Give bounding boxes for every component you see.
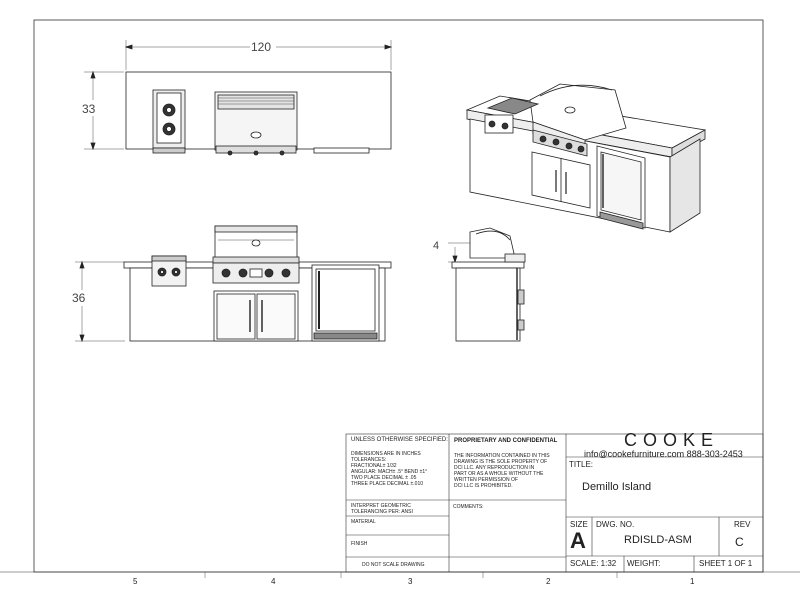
brand-logo: COOKE — [624, 430, 720, 450]
zone-label: 3 — [408, 577, 413, 586]
size-label: SIZE — [570, 520, 588, 529]
front-view — [75, 225, 392, 343]
size-value: A — [570, 528, 586, 553]
dwg-no-label: DWG. NO. — [596, 520, 635, 529]
tolerances-header: UNLESS OTHERWISE SPECIFIED: — [351, 437, 448, 443]
material-label: MATERIAL — [351, 519, 376, 525]
proprietary-text: THE INFORMATION CONTAINED IN THIS DRAWIN… — [454, 453, 550, 489]
geometric-tolerancing-text: INTERPRET GEOMETRIC TOLERANCING PER: ANS… — [351, 503, 413, 515]
zone-label: 5 — [133, 577, 138, 586]
do-not-scale-note: DO NOT SCALE DRAWING — [362, 562, 425, 568]
finish-label: FINISH — [351, 541, 368, 547]
revision-value: C — [735, 535, 744, 549]
zone-label: 2 — [546, 577, 551, 586]
weight-label: WEIGHT: — [627, 559, 661, 568]
dimension-offset-label: 4 — [433, 240, 440, 252]
dimension-depth-label: 33 — [82, 102, 96, 116]
rev-label: REV — [734, 520, 751, 529]
zone-ticks — [204, 572, 618, 578]
sheet-number: SHEET 1 OF 1 — [699, 559, 753, 568]
drawing-title: Demillo Island — [582, 481, 652, 493]
title-block-grid — [345, 433, 764, 573]
side-view — [448, 227, 526, 342]
zone-label: 1 — [690, 577, 695, 586]
drawing-number: RDISLD-ASM — [624, 534, 692, 546]
dimension-width-label: 120 — [251, 40, 272, 54]
proprietary-header: PROPRIETARY AND CONFIDENTIAL — [454, 438, 558, 444]
tolerances-text: DIMENSIONS ARE IN INCHES TOLERANCES: FRA… — [351, 451, 428, 487]
dimension-height-label: 36 — [72, 291, 86, 305]
zone-label: 4 — [271, 577, 276, 586]
top-view — [84, 40, 393, 156]
comments-label: COMMENTS: — [453, 504, 484, 510]
contact-info: info@cookefurniture.com 888-303-2453 — [584, 449, 743, 459]
title-label: TITLE: — [569, 460, 594, 469]
scale-value: SCALE: 1:32 — [570, 559, 617, 568]
isometric-view — [465, 83, 707, 233]
